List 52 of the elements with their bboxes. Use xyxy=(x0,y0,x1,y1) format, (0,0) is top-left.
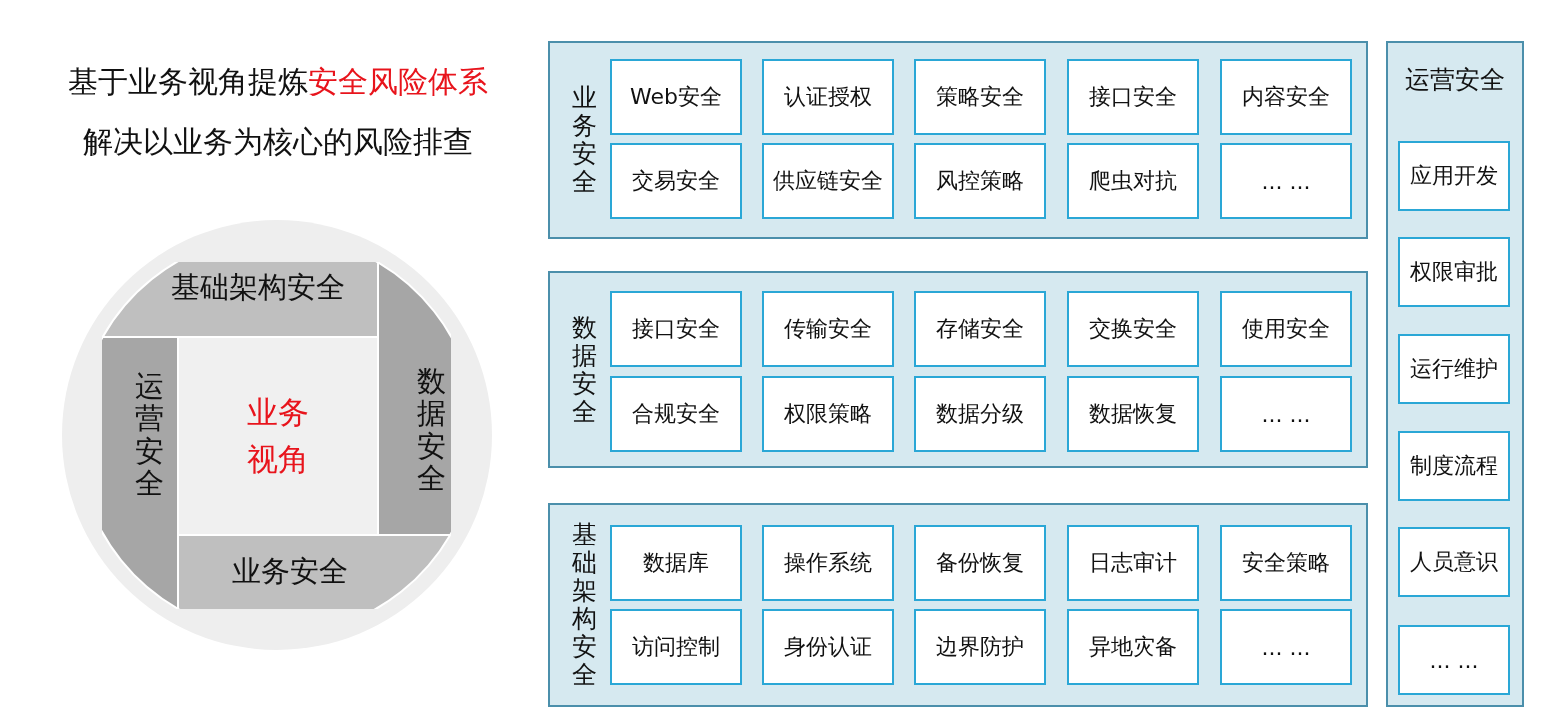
panel-heading: 数据安全 xyxy=(571,313,598,426)
item-box: 使用安全 xyxy=(1220,291,1352,367)
category-panel xyxy=(1386,41,1524,707)
item-box: 传输安全 xyxy=(762,291,894,367)
item-box: ... ... xyxy=(1220,376,1352,452)
item-box: ... ... xyxy=(1398,625,1510,695)
item-box: 日志审计 xyxy=(1067,525,1199,601)
item-box: ... ... xyxy=(1220,143,1352,219)
item-box: 存储安全 xyxy=(914,291,1046,367)
item-box: 身份认证 xyxy=(762,609,894,685)
item-box: 数据库 xyxy=(610,525,742,601)
segment-label: 业务安全 xyxy=(232,553,348,590)
segment-label: 运营安全 xyxy=(135,370,166,500)
item-box: 操作系统 xyxy=(762,525,894,601)
item-box: 备份恢复 xyxy=(914,525,1046,601)
item-box: 内容安全 xyxy=(1220,59,1352,135)
segment-label: 基础架构安全 xyxy=(171,269,345,306)
item-box: 交易安全 xyxy=(610,143,742,219)
item-box: 爬虫对抗 xyxy=(1067,143,1199,219)
heading-text: 基于业务视角提炼 xyxy=(68,64,308,99)
item-box: 接口安全 xyxy=(1067,59,1199,135)
item-box: 访问控制 xyxy=(610,609,742,685)
item-box: 数据分级 xyxy=(914,376,1046,452)
center-label: 业务视角 xyxy=(246,393,310,479)
item-box: 权限审批 xyxy=(1398,237,1510,307)
item-box: 应用开发 xyxy=(1398,141,1510,211)
item-box: 人员意识 xyxy=(1398,527,1510,597)
item-box: 数据恢复 xyxy=(1067,376,1199,452)
item-box: Web安全 xyxy=(610,59,742,135)
segment-label: 数据安全 xyxy=(417,365,448,495)
highlight-text: 安全风险体系 xyxy=(308,64,488,99)
category-panel xyxy=(548,41,1368,239)
item-box: 供应链安全 xyxy=(762,143,894,219)
item-box: 风控策略 xyxy=(914,143,1046,219)
item-box: 异地灾备 xyxy=(1067,609,1199,685)
subheading-text: 解决以业务为核心的风险排查 xyxy=(83,124,473,159)
item-box: 权限策略 xyxy=(762,376,894,452)
panel-heading: 运营安全 xyxy=(1405,64,1505,96)
item-box: 策略安全 xyxy=(914,59,1046,135)
item-box: 安全策略 xyxy=(1220,525,1352,601)
item-box: 制度流程 xyxy=(1398,431,1510,501)
item-box: 运行维护 xyxy=(1398,334,1510,404)
item-box: 接口安全 xyxy=(610,291,742,367)
panel-heading: 业务安全 xyxy=(571,84,598,196)
item-box: 交换安全 xyxy=(1067,291,1199,367)
category-panel xyxy=(548,271,1368,468)
panel-heading: 基础架构安全 xyxy=(571,521,598,689)
item-box: ... ... xyxy=(1220,609,1352,685)
category-panel xyxy=(548,503,1368,707)
item-box: 边界防护 xyxy=(914,609,1046,685)
item-box: 合规安全 xyxy=(610,376,742,452)
item-box: 认证授权 xyxy=(762,59,894,135)
